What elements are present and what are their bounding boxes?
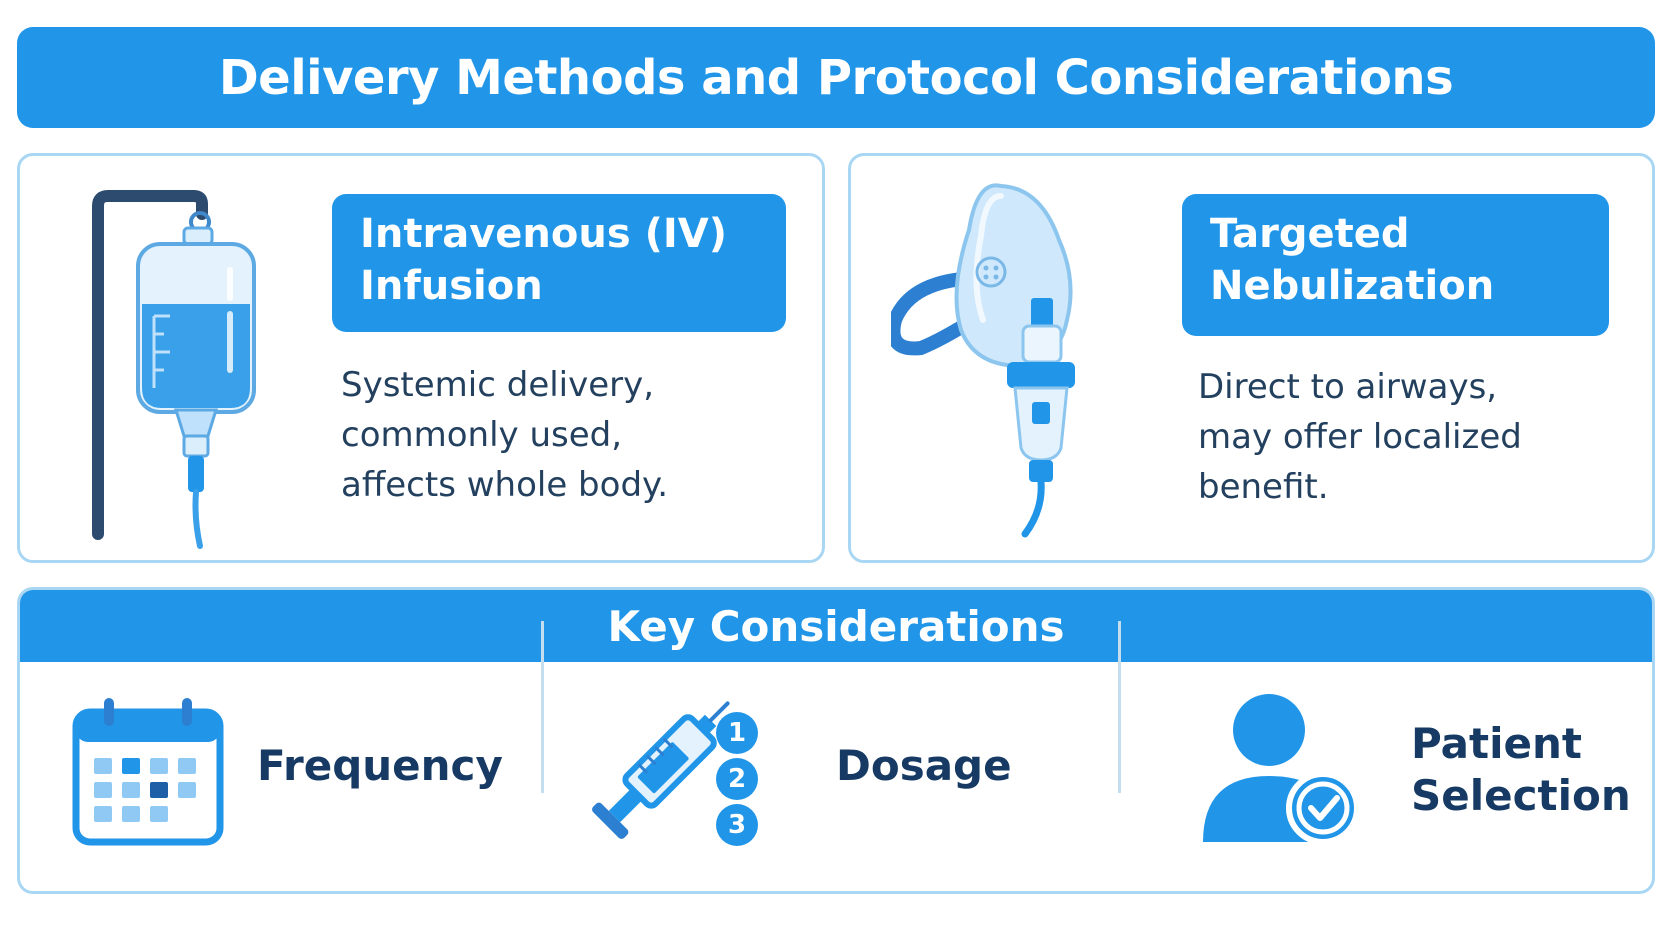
- method-description-nebulization: Direct to airways, may offer localized b…: [1198, 362, 1638, 512]
- method-label-nebulization: Targeted Nebulization: [1182, 194, 1609, 336]
- calendar-icon: [72, 698, 224, 850]
- iv-bag-icon: [90, 174, 290, 554]
- description-line: commonly used,: [341, 415, 623, 455]
- key-considerations-heading: Key Considerations: [607, 601, 1065, 651]
- method-label-iv: Intravenous (IV) Infusion: [332, 194, 786, 332]
- method-description-iv: Systemic delivery, commonly used, affect…: [341, 360, 781, 510]
- key-considerations-header: Key Considerations: [20, 590, 1652, 662]
- method-card-iv: Intravenous (IV) Infusion Systemic deliv…: [17, 153, 825, 563]
- consideration-label: Dosage: [836, 741, 1012, 790]
- nebulizer-mask-icon: [886, 170, 1111, 550]
- title-banner: Delivery Methods and Protocol Considerat…: [17, 27, 1655, 128]
- description-line: Direct to airways,: [1198, 367, 1498, 407]
- description-line: affects whole body.: [341, 465, 669, 505]
- step-badge: 3: [716, 804, 758, 846]
- divider: [541, 621, 544, 793]
- consideration-label-line: Selection: [1411, 771, 1631, 820]
- divider: [1118, 621, 1121, 793]
- consideration-patient-selection: Patient Selection: [1121, 662, 1651, 891]
- consideration-label-line: Patient: [1411, 719, 1582, 768]
- consideration-label: Frequency: [257, 741, 503, 790]
- description-line: benefit.: [1198, 467, 1329, 507]
- method-card-nebulization: Targeted Nebulization Direct to airways,…: [848, 153, 1655, 563]
- step-numbers: 1 2 3: [716, 712, 758, 846]
- step-badge: 2: [716, 758, 758, 800]
- method-label-line: Intravenous (IV): [360, 211, 727, 257]
- consideration-label: Patient Selection: [1411, 718, 1631, 822]
- syringe-icon: [584, 690, 734, 858]
- description-line: Systemic delivery,: [341, 365, 655, 405]
- patient-check-icon: [1199, 692, 1369, 856]
- method-label-line: Nebulization: [1210, 263, 1495, 309]
- consideration-frequency: Frequency: [20, 662, 540, 891]
- page-title: Delivery Methods and Protocol Considerat…: [218, 49, 1454, 106]
- method-label-line: Targeted: [1210, 211, 1410, 257]
- step-badge: 1: [716, 712, 758, 754]
- consideration-dosage: 1 2 3 Dosage: [544, 662, 1084, 891]
- description-line: may offer localized: [1198, 417, 1522, 457]
- key-considerations-panel: Key Considerations: [17, 587, 1655, 894]
- method-label-line: Infusion: [360, 263, 543, 309]
